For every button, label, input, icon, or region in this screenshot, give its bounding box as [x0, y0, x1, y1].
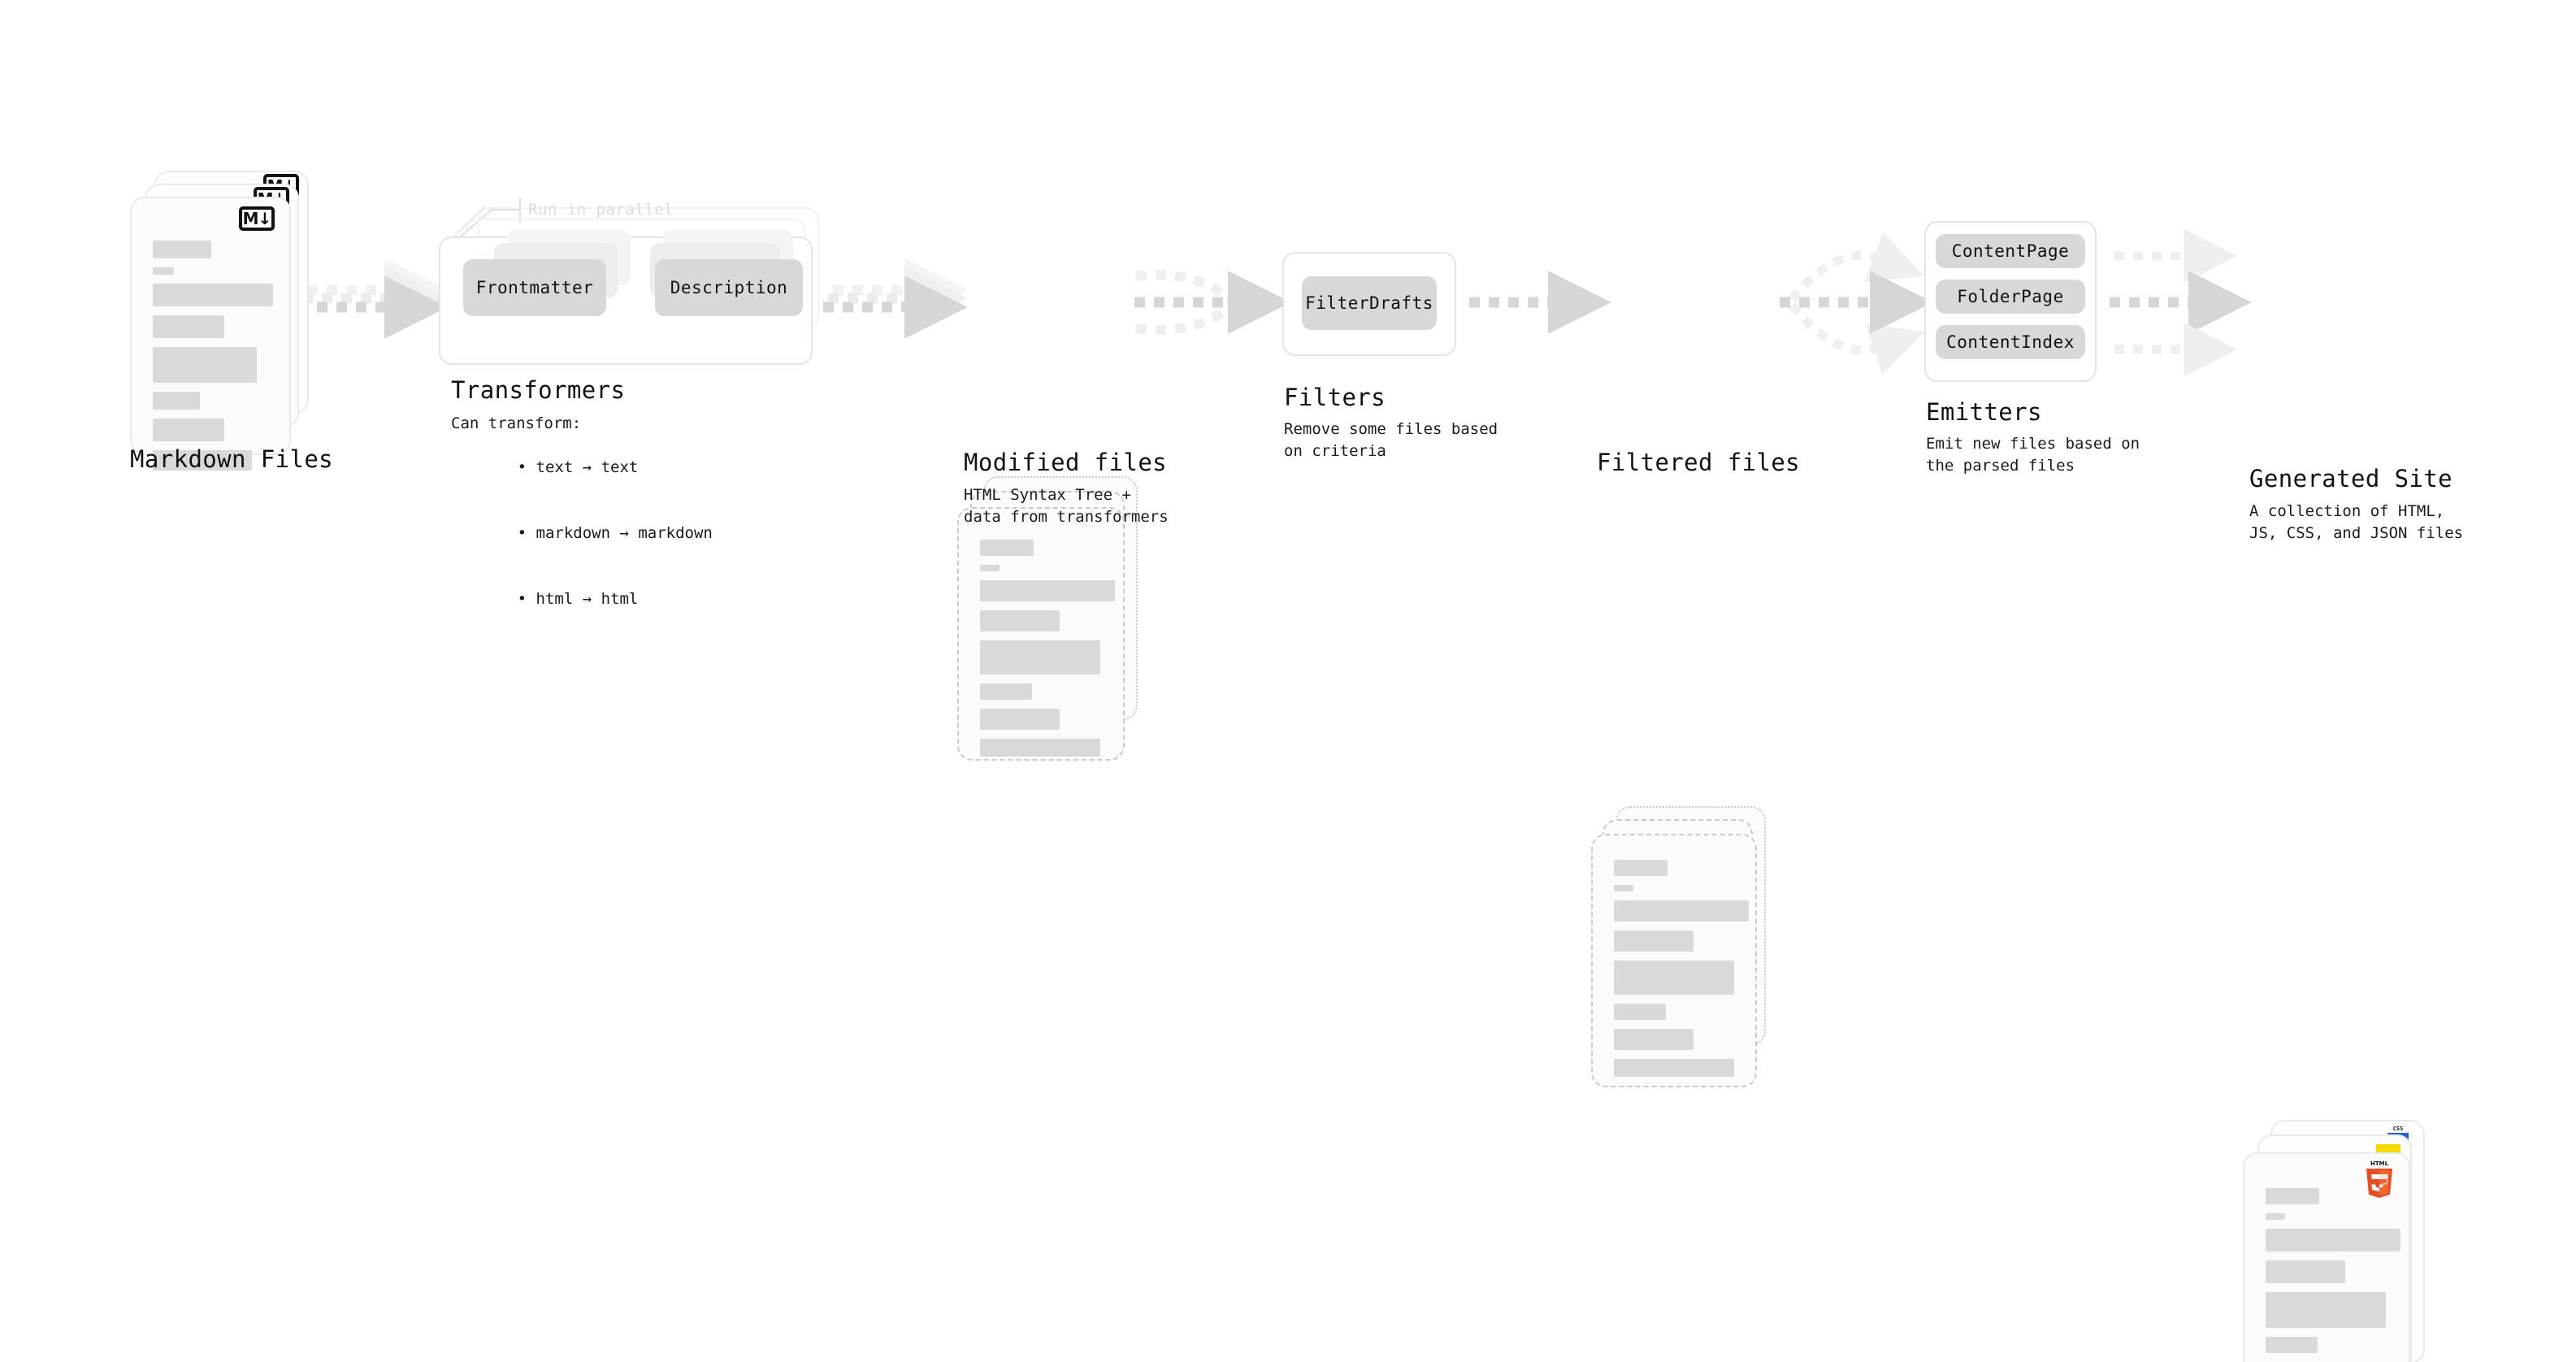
- modified-card-front[interactable]: [957, 507, 1125, 761]
- stage-transformers: Frontmatter Description: [439, 207, 845, 370]
- chip-filterdrafts[interactable]: FilterDrafts: [1302, 276, 1437, 330]
- stage-title-emitters: Emitters: [1926, 398, 2042, 426]
- bullet-markdown-to-markdown: • markdown → markdown: [517, 524, 713, 542]
- content-bar: [2266, 1213, 2285, 1220]
- svg-text:HTML: HTML: [2370, 1160, 2389, 1167]
- content-bar: [153, 392, 200, 410]
- bullet-dot: •: [517, 524, 536, 542]
- content-bar: [1614, 900, 1749, 922]
- chip-description-label: Description: [670, 278, 788, 297]
- content-bar: [153, 315, 224, 338]
- content-bar: [153, 241, 211, 258]
- chip-filterdrafts-label: FilterDrafts: [1305, 293, 1433, 313]
- site-card-content: [2266, 1188, 2400, 1362]
- transformers-subtitle: Can transform:: [451, 414, 582, 432]
- content-bar: [980, 580, 1115, 601]
- content-bar: [1614, 1029, 1693, 1050]
- arrow-filtered-to-emitters: [1780, 232, 1933, 375]
- markdown-icon: M↓: [239, 206, 275, 231]
- content-bar: [2266, 1188, 2319, 1204]
- content-bar: [980, 565, 1000, 571]
- stage-title-generated-site: Generated Site: [2249, 465, 2453, 492]
- modified-files-subtitle: HTML Syntax Tree + data from transformer…: [964, 486, 1169, 526]
- content-bar: [980, 739, 1100, 757]
- content-bar: [980, 540, 1034, 556]
- content-bar: [1614, 860, 1667, 876]
- content-bar: [980, 640, 1100, 674]
- content-bar: [980, 610, 1060, 631]
- html5-icon-svg: HTML: [2366, 1160, 2392, 1198]
- chip-frontmatter[interactable]: Frontmatter: [463, 259, 606, 316]
- stage-generated-site: CSS HTML: [2243, 1120, 2454, 1362]
- chip-folderpage[interactable]: FolderPage: [1936, 280, 2085, 314]
- content-bar: [153, 284, 273, 306]
- content-bar: [2266, 1260, 2345, 1283]
- stage-title-filtered-files: Filtered files: [1597, 449, 1801, 476]
- emitters-subtitle: Emit new files based on the parsed files: [1926, 435, 2140, 475]
- stage-title-filters: Filters: [1284, 384, 1386, 411]
- content-bar: [1614, 1004, 1666, 1020]
- content-bar: [980, 709, 1060, 730]
- diagram-canvas: M↓ M↓ M↓ Markdown Files: [130, 171, 2464, 1362]
- chip-frontmatter-label: Frontmatter: [475, 278, 594, 297]
- content-bar: [2266, 1229, 2400, 1251]
- stage-filters: FilterDrafts: [1282, 252, 1461, 358]
- html5-icon: HTML: [2363, 1159, 2396, 1198]
- content-bar: [153, 347, 257, 383]
- chip-contentpage[interactable]: ContentPage: [1936, 234, 2085, 268]
- chip-contentindex-label: ContentIndex: [1946, 332, 2075, 352]
- content-bar: [153, 450, 252, 471]
- stage-markdown-files: M↓ M↓ M↓: [130, 171, 325, 479]
- markdown-card-content: [153, 241, 273, 479]
- modified-card-content: [980, 540, 1115, 766]
- css-icon-label: CSS: [2392, 1126, 2404, 1132]
- filtered-card-content: [1614, 860, 1749, 1086]
- markdown-card-front[interactable]: [130, 197, 291, 471]
- content-bar: [153, 267, 174, 275]
- stage-filtered-files: [1591, 806, 1794, 1131]
- run-in-parallel-label: Run in parallel: [528, 201, 674, 219]
- stage-title-markdown-files: Markdown Files: [130, 445, 334, 473]
- content-bar: [1614, 885, 1633, 891]
- transformers-bullets: • text → text • markdown → markdown • ht…: [462, 435, 713, 632]
- content-bar: [153, 419, 224, 441]
- chip-description[interactable]: Description: [655, 259, 803, 316]
- stage-emitters: ContentPage FolderPage ContentIndex: [1924, 221, 2111, 384]
- content-bar: [2266, 1337, 2318, 1353]
- chip-contentpage-label: ContentPage: [1951, 241, 2070, 261]
- content-bar: [2266, 1292, 2386, 1328]
- bullet-html-to-html: • html → html: [517, 590, 639, 608]
- filtered-card-front[interactable]: [1591, 834, 1757, 1087]
- stage-title-transformers: Transformers: [451, 376, 626, 404]
- chip-contentindex[interactable]: ContentIndex: [1936, 325, 2085, 359]
- filters-subtitle: Remove some files based on criteria: [1284, 420, 1498, 460]
- content-bar: [1614, 961, 1734, 995]
- arrow-modified-to-filters: [1134, 270, 1291, 335]
- content-bar: [980, 683, 1032, 700]
- bullet-text-to-text: • text → text: [517, 458, 639, 476]
- arrow-emitters-to-site: [2110, 229, 2252, 376]
- stage-title-modified-files: Modified files: [964, 449, 1168, 476]
- bullet-dot: •: [517, 590, 536, 608]
- bullet-dot: •: [517, 458, 536, 476]
- content-bar: [1614, 1059, 1734, 1077]
- chip-folderpage-label: FolderPage: [1957, 287, 2064, 306]
- content-bar: [1614, 930, 1693, 952]
- generated-site-subtitle: A collection of HTML, JS, CSS, and JSON …: [2249, 502, 2464, 542]
